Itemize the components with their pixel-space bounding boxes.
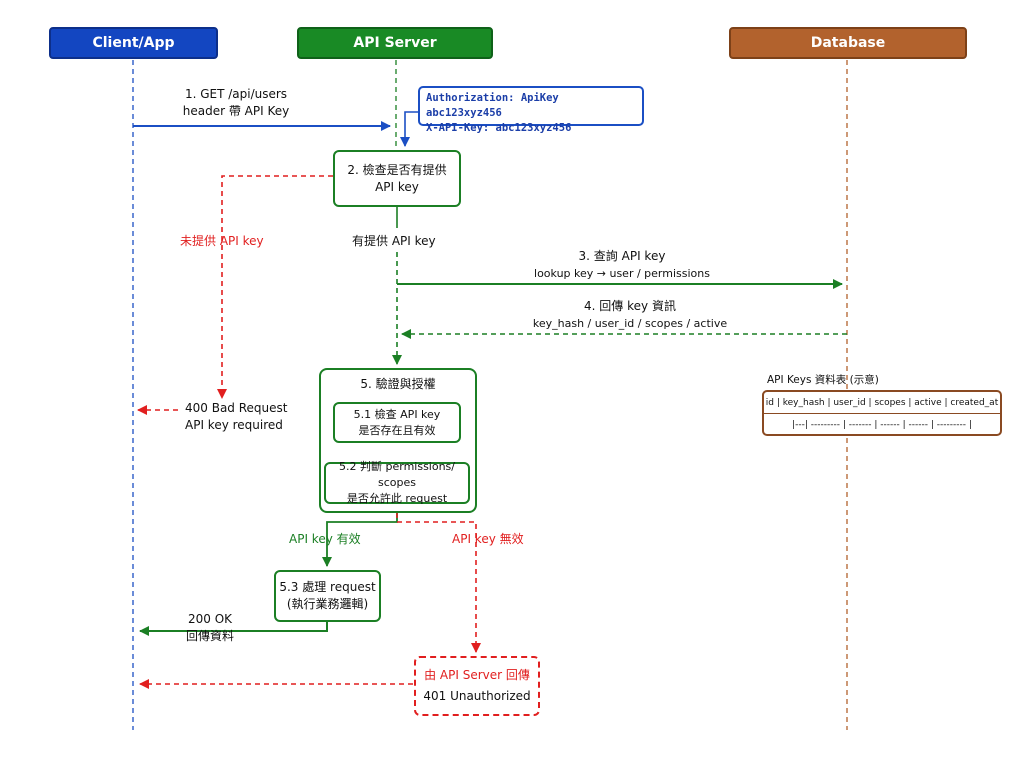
invalid-key-label: API key 無效 bbox=[452, 532, 524, 546]
step53-process-box: 5.3 處理 request (執行業務邏輯) bbox=[274, 570, 381, 622]
step52-line2: 是否允許此 request bbox=[346, 492, 448, 505]
bad-request-line2: API key required bbox=[185, 418, 283, 432]
unauthorized-box: 由 API Server 回傳 401 Unauthorized bbox=[414, 656, 540, 716]
missing-key-label: 未提供 API key bbox=[180, 234, 264, 248]
table-title: API Keys 資料表 (示意) bbox=[767, 374, 879, 386]
client-app-lane: Client/App bbox=[49, 27, 218, 59]
step51-box: 5.1 檢查 API key 是否存在且有效 bbox=[333, 402, 461, 443]
valid-key-label: API key 有效 bbox=[289, 532, 361, 546]
missing-key-arrow bbox=[217, 175, 333, 399]
table-header-row: id | key_hash | user_id | scopes | activ… bbox=[765, 397, 999, 408]
step2-line1: 2. 檢查是否有提供 bbox=[347, 162, 447, 177]
ok-response-line2: 回傳資料 bbox=[185, 629, 235, 643]
ok-response-line1: 200 OK bbox=[187, 612, 233, 626]
bad-request-label: 400 Bad Request API key required bbox=[185, 400, 287, 434]
step53-line2: (執行業務邏輯) bbox=[286, 597, 369, 611]
step52-box: 5.2 判斷 permissions/ scopes 是否允許此 request bbox=[324, 460, 470, 505]
step5-title: 5. 驗證與授權 bbox=[360, 377, 436, 391]
step51-line1: 5.1 檢查 API key bbox=[353, 407, 441, 421]
database-lane: Database bbox=[729, 27, 967, 59]
request-line1: 1. GET /api/users bbox=[184, 87, 288, 101]
step53-line1: 5.3 處理 request bbox=[279, 580, 376, 594]
table-separator-row: |---| --------- | ------- | ------ | ---… bbox=[764, 413, 1000, 435]
auth-header-line2: X-API-Key: abc123xyz456 bbox=[426, 122, 572, 134]
step3-line2: lookup key → user / permissions bbox=[534, 267, 710, 280]
step3-label: 3. 查詢 API key lookup key → user / permis… bbox=[534, 248, 710, 282]
auth-header-pointer bbox=[400, 111, 418, 147]
ok-response-label: 200 OK 回傳資料 bbox=[186, 611, 234, 645]
ok-response-arrow bbox=[139, 622, 328, 636]
step4-label: 4. 回傳 key 資訊 key_hash / user_id / scopes… bbox=[533, 298, 727, 332]
step4-line2: key_hash / user_id / scopes / active bbox=[532, 317, 728, 330]
request-label: 1. GET /api/users header 帶 API Key bbox=[183, 86, 289, 120]
bad-request-line1: 400 Bad Request bbox=[185, 401, 288, 415]
unauthorized-line2: 401 Unauthorized bbox=[423, 689, 531, 703]
api-keys-table: id | key_hash | user_id | scopes | activ… bbox=[762, 390, 1002, 436]
auth-header-line1: Authorization: ApiKey abc123xyz456 bbox=[426, 92, 559, 119]
unauthorized-line1: 由 API Server 回傳 bbox=[424, 668, 530, 682]
step51-line2: 是否存在且有效 bbox=[358, 423, 436, 437]
step52-line1: 5.2 判斷 permissions/ scopes bbox=[339, 460, 455, 489]
step4-line1: 4. 回傳 key 資訊 bbox=[584, 299, 676, 313]
step3-line1: 3. 查詢 API key bbox=[578, 249, 666, 263]
present-key-label: 有提供 API key bbox=[352, 234, 436, 248]
invalid-branch-arrow bbox=[396, 504, 481, 653]
auth-header-box: Authorization: ApiKey abc123xyz456 X-API… bbox=[418, 86, 644, 134]
request-line2: header 帶 API Key bbox=[182, 104, 290, 118]
api-server-lane: API Server bbox=[297, 27, 493, 59]
step2-check-box: 2. 檢查是否有提供 API key bbox=[333, 150, 461, 207]
step2-line2: API key bbox=[375, 179, 419, 194]
